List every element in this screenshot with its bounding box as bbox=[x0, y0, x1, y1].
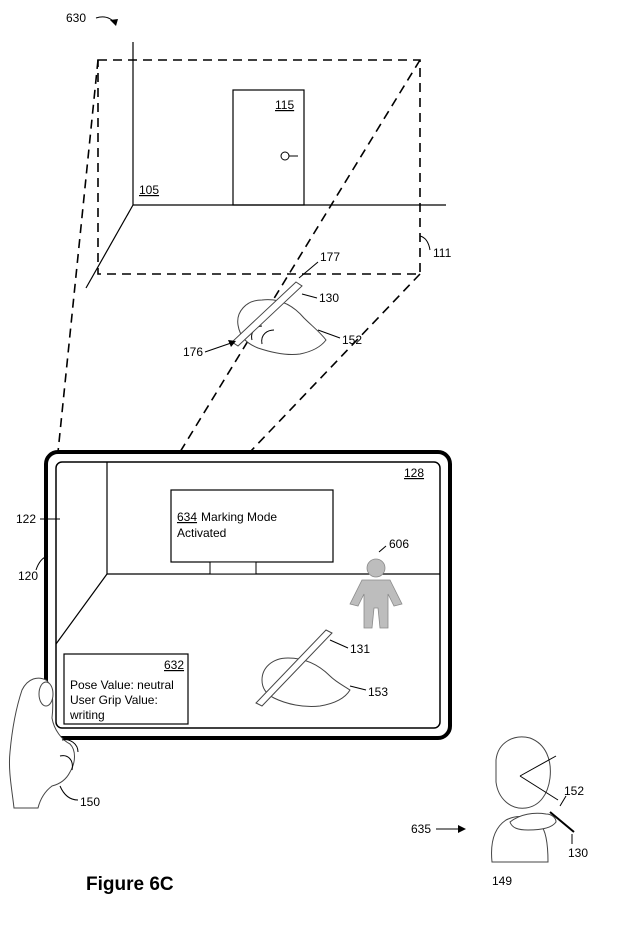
room-scene: 115 105 bbox=[85, 42, 446, 289]
ref-630-label: 630 bbox=[66, 11, 86, 25]
user-side-view bbox=[491, 736, 575, 863]
stylus-grip-ref-label: 176 bbox=[183, 345, 203, 359]
frustum-line-center bbox=[179, 59, 421, 453]
ref-111-leader bbox=[419, 235, 431, 251]
user-hand-ref-label: 152 bbox=[564, 784, 584, 798]
virtual-person-figure bbox=[349, 558, 403, 629]
door bbox=[232, 89, 305, 206]
figure-title: Figure 6C bbox=[86, 874, 174, 895]
holding-hand-finger-1 bbox=[61, 739, 79, 753]
user-grip-label-text: User Grip Value: bbox=[70, 693, 158, 707]
user-sightline-upper bbox=[519, 755, 557, 777]
ref-177-leader bbox=[298, 261, 319, 279]
ref-176-arrowhead bbox=[228, 340, 236, 347]
person-ref-label: 606 bbox=[389, 537, 409, 551]
user-pen-ref-label: 130 bbox=[568, 846, 588, 860]
ref-130-leader bbox=[301, 293, 318, 299]
virtual-hand bbox=[261, 657, 351, 707]
user-sightline-lower bbox=[519, 775, 559, 801]
marking-mode-text: Marking Mode bbox=[201, 510, 277, 524]
user-body-ref-label: 149 bbox=[492, 874, 512, 888]
holding-hand-finger-2 bbox=[59, 755, 73, 771]
device-body-ref-label: 120 bbox=[18, 569, 38, 583]
stylus-hand-ref-label: 152 bbox=[342, 333, 362, 347]
frustum-line-right bbox=[249, 273, 421, 453]
real-hand bbox=[237, 299, 327, 355]
ref-606-leader bbox=[378, 545, 387, 553]
floor-side-line bbox=[85, 204, 134, 289]
person-body bbox=[349, 579, 403, 629]
real-hand-with-stylus bbox=[231, 281, 327, 355]
fov-ref-label: 111 bbox=[433, 246, 452, 260]
user-arm bbox=[509, 812, 557, 831]
user-head bbox=[495, 736, 551, 809]
virtual-hand-with-pen bbox=[255, 629, 351, 707]
marking-mode-ref: 634 bbox=[177, 510, 197, 524]
holding-hand-thumb bbox=[38, 681, 54, 707]
ref-150-leader bbox=[59, 785, 79, 801]
marking-mode-box-stand bbox=[209, 561, 257, 575]
stylus-tip-ref-label: 177 bbox=[320, 250, 340, 264]
ref-152-leader bbox=[317, 329, 341, 339]
marking-mode-text-line2: Activated bbox=[177, 526, 226, 540]
ref-635-label: 635 bbox=[411, 822, 431, 836]
pose-info-box bbox=[63, 653, 189, 725]
screen-floor-side-line bbox=[55, 573, 108, 645]
pose-info-ref-label: 632 bbox=[164, 658, 184, 672]
user-stylus bbox=[549, 811, 575, 833]
virtual-pen-ref-label: 131 bbox=[350, 642, 370, 656]
door-ref-label: 115 bbox=[275, 98, 294, 112]
screen-room bbox=[55, 462, 440, 645]
field-of-view-frame bbox=[97, 59, 421, 275]
ref-630-arrowhead bbox=[110, 19, 118, 26]
ref-635-arrowhead bbox=[458, 825, 466, 833]
pose-value-text: Pose Value: neutral bbox=[70, 678, 174, 692]
ref-176-leader bbox=[204, 341, 235, 353]
person-head bbox=[366, 558, 386, 578]
virtual-hand-ref-label: 153 bbox=[368, 685, 388, 699]
marking-mode-text-line1: 634 Marking Mode bbox=[177, 510, 277, 524]
device-edge-ref-label: 122 bbox=[16, 512, 36, 526]
user-grip-value-text: writing bbox=[69, 708, 105, 722]
door-knob bbox=[280, 151, 290, 161]
holding-hand bbox=[9, 677, 79, 809]
ref-153-leader bbox=[349, 685, 367, 691]
ref-131-leader bbox=[329, 639, 349, 649]
holding-hand-ref-label: 150 bbox=[80, 795, 100, 809]
ref-152b-leader bbox=[559, 795, 567, 807]
real-hand-finger-2 bbox=[261, 329, 275, 345]
ref-120-leader bbox=[35, 555, 49, 571]
wall-ref-label: 105 bbox=[139, 183, 159, 197]
real-stylus bbox=[231, 281, 303, 347]
frustum-line-left bbox=[57, 59, 99, 453]
marking-mode-box bbox=[170, 489, 334, 563]
stylus-pen-ref-label: 130 bbox=[319, 291, 339, 305]
screen-ref-label: 128 bbox=[404, 466, 424, 480]
virtual-pen bbox=[255, 629, 333, 707]
